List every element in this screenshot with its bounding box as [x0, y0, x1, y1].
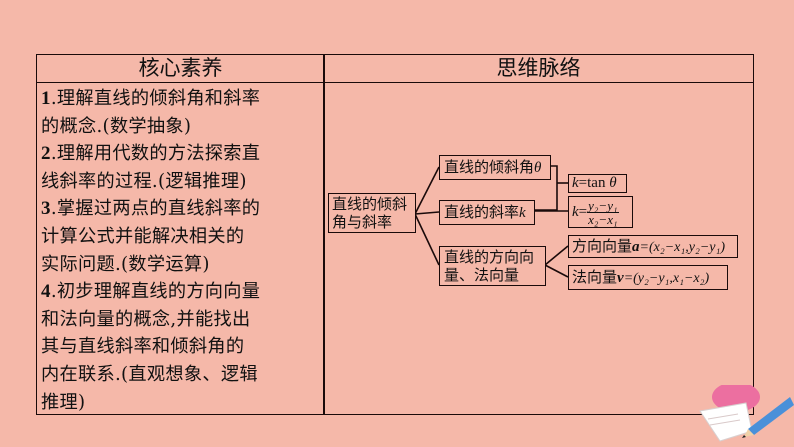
branch-slope: 直线的斜率k: [439, 200, 535, 225]
pencil-and-paper-icon: [699, 385, 794, 442]
header-core-literacy: 核心素养: [37, 55, 324, 83]
column-divider: [323, 55, 325, 414]
literacy-item-2-cont: 线斜率的过程.(逻辑推理): [41, 170, 247, 192]
core-literacy-list: 1.理解直线的倾斜角和斜率 的概念.(数学抽象) 2.理解用代数的方法探索直 线…: [41, 85, 323, 416]
literacy-item-4-cont: 和法向量的概念,并能找出: [41, 308, 251, 330]
literacy-item-3: 3.掌握过两点的直线斜率的: [41, 198, 261, 220]
literacy-item-3-cont: 计算公式并能解决相关的: [41, 225, 245, 247]
literacy-item-4-cont: 推理): [41, 391, 86, 413]
formula-k-tan-theta: k=tan θ: [568, 174, 627, 193]
literacy-item-3-cont: 实际问题.(数学运算): [41, 253, 210, 275]
normal-vector-formula: 法向量v=(y₂−y₁,x₁−x₂): [568, 265, 728, 290]
header-thinking-context: 思维脉络: [324, 55, 753, 83]
mindmap-root: 直线的倾斜 角与斜率: [328, 193, 416, 233]
core-literacy-table: 核心素养 思维脉络 1.理解直线的倾斜角和斜率 的概念.(数学抽象) 2.理解用…: [36, 54, 754, 415]
direction-vector-formula: 方向向量a=(x₂−x₁,y₂−y₁): [568, 235, 738, 258]
literacy-item-4-cont: 其与直线斜率和倾斜角的: [41, 336, 245, 358]
literacy-item-4: 4.初步理解直线的方向向量: [41, 281, 261, 303]
branch-inclination-angle: 直线的倾斜角θ: [439, 155, 551, 180]
literacy-item-4-cont: 内在联系.(直观想象、逻辑: [41, 363, 258, 385]
branch-direction-normal-vector: 直线的方向向 量、法向量: [439, 246, 546, 286]
literacy-item-1: 1.理解直线的倾斜角和斜率: [41, 88, 261, 109]
literacy-item-1-cont: 的概念.(数学抽象): [41, 115, 192, 137]
literacy-item-2: 2.理解用代数的方法探索直: [41, 143, 261, 165]
